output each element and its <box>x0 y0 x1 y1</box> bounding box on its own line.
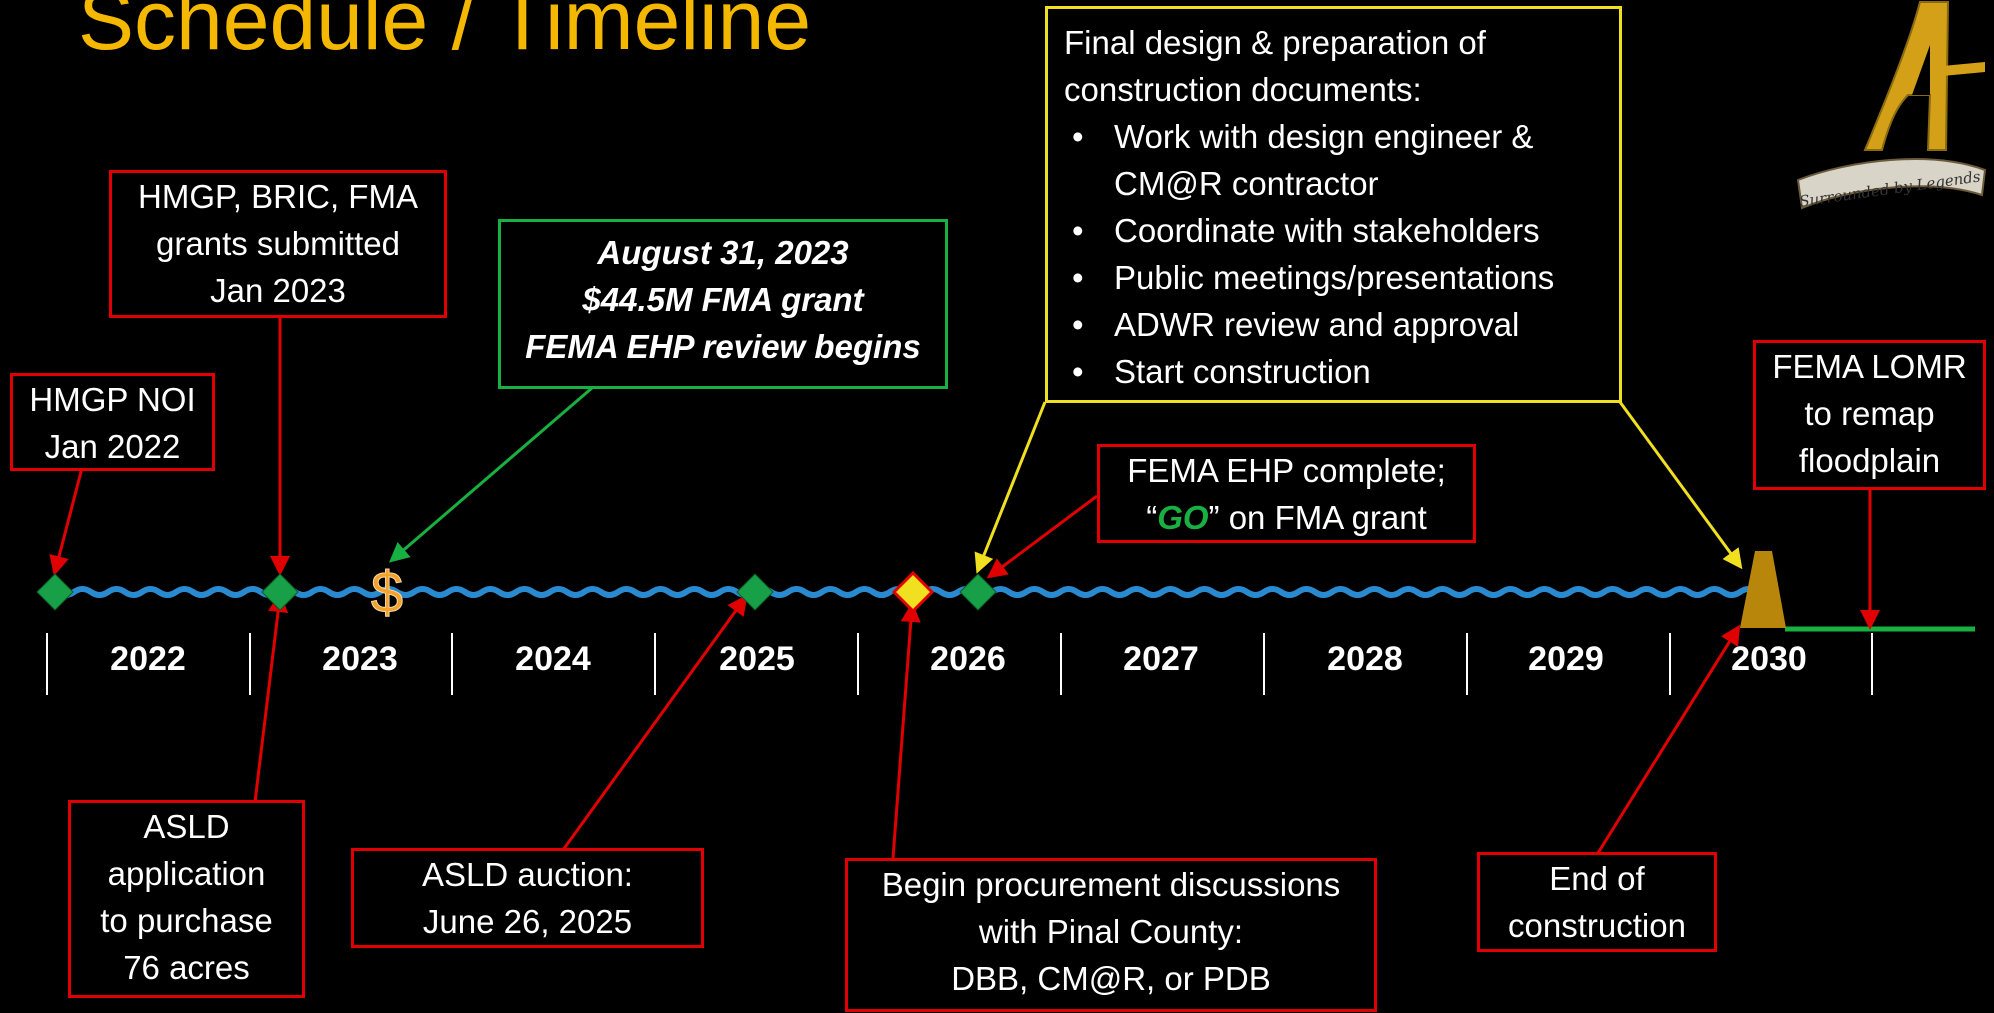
grants-box: HMGP, BRIC, FMA grants submitted Jan 202… <box>109 170 447 318</box>
bullet-design-engineer: Work with design engineer & CM@R contrac… <box>1064 113 1603 207</box>
bullet-stakeholders: Coordinate with stakeholders <box>1064 207 1603 254</box>
bullet-adwr: ADWR review and approval <box>1064 301 1603 348</box>
dollar-icon: $ <box>371 560 403 625</box>
year-2030: 2030 <box>1731 640 1807 678</box>
surrounded-by-legends-logo: Surrounded by Legends <box>1796 1 1987 211</box>
lomr-box: FEMA LOMR to remap floodplain <box>1753 340 1986 490</box>
arrow-asld-auction <box>561 594 748 851</box>
arrow-final-design-left <box>974 401 1047 574</box>
arrow-fma-grant <box>388 386 593 563</box>
year-dividers <box>46 633 1873 695</box>
arrow-final-design-right <box>1618 401 1743 570</box>
final-design-box: Final design & preparation of constructi… <box>1045 6 1622 403</box>
arrow-procurement <box>891 602 921 859</box>
milestone-2026-diamond <box>959 573 997 611</box>
year-2028: 2028 <box>1327 640 1403 678</box>
procurement-box: Begin procurement discussions with Pinal… <box>845 858 1377 1012</box>
arrow-end-construction <box>1596 624 1741 854</box>
milestone-2023-diamond <box>261 573 299 611</box>
page-title: Schedule / Timeline <box>78 0 812 67</box>
year-2025: 2025 <box>719 640 795 678</box>
asld-application-box: ASLD application to purchase 76 acres <box>68 800 305 998</box>
year-2029: 2029 <box>1528 640 1604 678</box>
bullet-public-meetings: Public meetings/presentations <box>1064 254 1603 301</box>
bullet-start-construction: Start construction <box>1064 348 1603 395</box>
arrow-asld-app <box>253 592 288 803</box>
milestone-2025-diamond <box>736 573 774 611</box>
end-construction-box: End of construction <box>1477 852 1717 952</box>
milestone-2022-diamond <box>36 573 74 611</box>
year-2022: 2022 <box>110 640 186 678</box>
hmgp-noi-box: HMGP NOI Jan 2022 <box>10 373 215 471</box>
arrow-hmgp-noi <box>49 467 84 576</box>
year-2023: 2023 <box>322 640 398 678</box>
fma-grant-box: August 31, 2023 $44.5M FMA grant FEMA EH… <box>498 219 948 389</box>
year-2026: 2026 <box>930 640 1006 678</box>
year-2027: 2027 <box>1123 640 1199 678</box>
dam-icon <box>1740 551 1786 628</box>
go-label: GO <box>1157 499 1209 536</box>
milestone-procurement-diamond <box>891 570 935 614</box>
asld-auction-box: ASLD auction: June 26, 2025 <box>351 848 704 948</box>
ehp-complete-box: FEMA EHP complete; “GO” on FMA grant <box>1097 444 1476 543</box>
year-2024: 2024 <box>515 640 591 678</box>
arrow-ehp-complete <box>986 494 1098 579</box>
